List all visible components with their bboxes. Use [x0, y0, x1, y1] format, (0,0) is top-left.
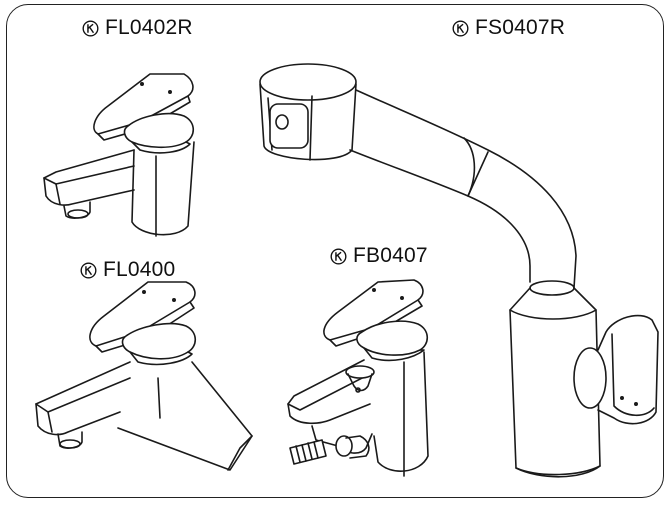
- faucet-fl0400-illustration: [35, 281, 253, 471]
- product-label-fs0407r: FS0407R: [452, 16, 565, 40]
- model-number: FL0400: [103, 258, 176, 281]
- k-certification-mark-icon: [80, 262, 97, 278]
- k-certification-mark-icon: [82, 20, 99, 36]
- faucet-fs0407r-illustration: [259, 63, 659, 478]
- product-label-fl0400: FL0400: [80, 258, 175, 282]
- product-label-fb0407: FB0407: [330, 244, 428, 268]
- model-number: FB0407: [353, 244, 428, 267]
- k-certification-mark-icon: [330, 248, 347, 264]
- faucet-fl0402r-illustration: [43, 73, 195, 237]
- product-label-fl0402r: FL0402R: [82, 16, 193, 40]
- product-panel-frame: [6, 4, 664, 498]
- model-number: FL0402R: [105, 16, 193, 39]
- model-number: FS0407R: [475, 16, 566, 39]
- k-certification-mark-icon: [452, 20, 469, 36]
- faucet-fb0407-illustration: [287, 279, 429, 477]
